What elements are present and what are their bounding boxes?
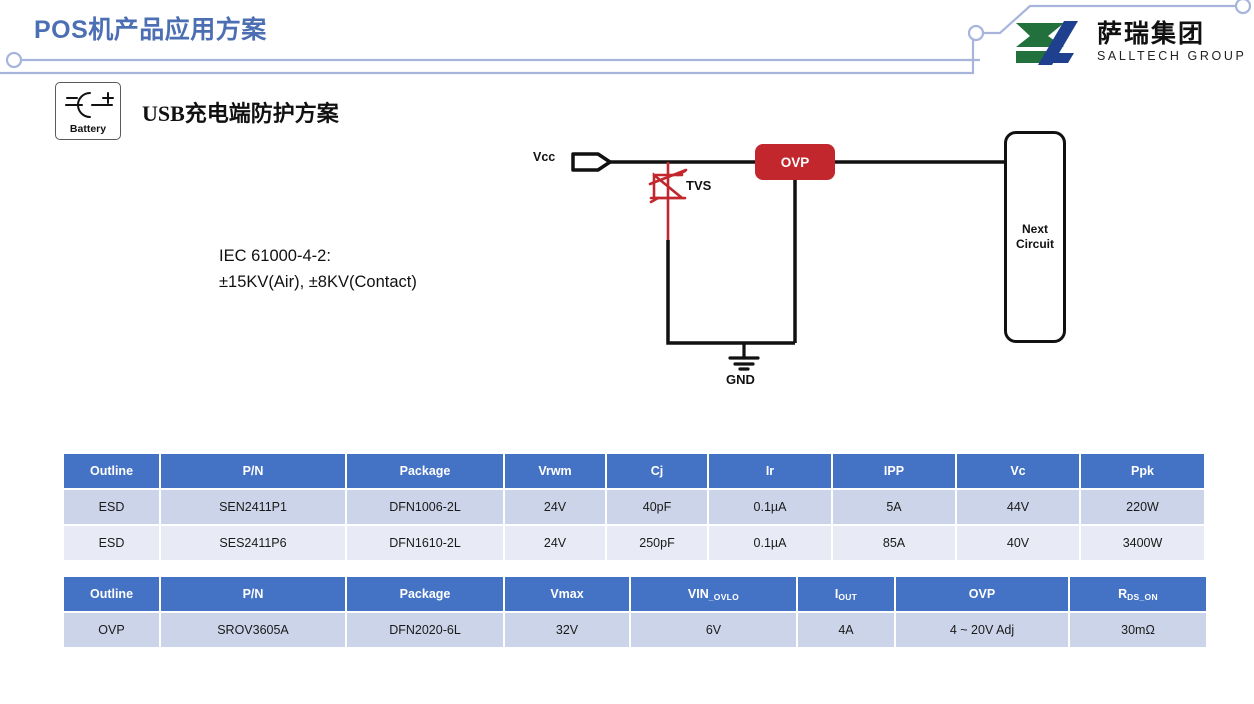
table-cell: 0.1µA — [709, 490, 831, 524]
table-cell: 250pF — [607, 526, 707, 560]
esd-spec-table: Outline P/N Package Vrwm Cj Ir IPP Vc Pp… — [62, 452, 1206, 562]
table-row: ESD SES2411P6 DFN1610-2L 24V 250pF 0.1µA… — [64, 526, 1204, 560]
esd-header-ir: Ir — [709, 454, 831, 488]
table-cell: SES2411P6 — [161, 526, 345, 560]
esd-header-package: Package — [347, 454, 503, 488]
gnd-label: GND — [726, 372, 755, 387]
table-cell: SROV3605A — [161, 613, 345, 647]
ovp-header-rds-on: RDS_ON — [1070, 577, 1206, 611]
ovp-header-pn: P/N — [161, 577, 345, 611]
circuit-diagram — [571, 152, 1004, 371]
table-cell: SEN2411P1 — [161, 490, 345, 524]
table-cell: 40pF — [607, 490, 707, 524]
brand-name-cn: 萨瑞集团 — [1097, 20, 1206, 48]
table-cell: 4A — [798, 613, 894, 647]
next-circuit-block: Next Circuit — [1004, 131, 1066, 343]
ovp-block: OVP — [755, 144, 835, 180]
esd-header-cj: Cj — [607, 454, 707, 488]
table-cell: DFN1610-2L — [347, 526, 503, 560]
table-cell: DFN2020-6L — [347, 613, 503, 647]
esd-header-vrwm: Vrwm — [505, 454, 605, 488]
table-cell: 5A — [833, 490, 955, 524]
battery-icon — [65, 92, 114, 118]
salltech-logo-icon — [1016, 21, 1078, 65]
table-cell: 4 ~ 20V Adj — [896, 613, 1068, 647]
esd-header-ipp: IPP — [833, 454, 955, 488]
table-cell: 85A — [833, 526, 955, 560]
table-cell: 24V — [505, 526, 605, 560]
ovp-header-vin-ovlo: VIN_OVLO — [631, 577, 796, 611]
table-cell: 6V — [631, 613, 796, 647]
esd-spec-line-1: IEC 61000-4-2: — [219, 247, 331, 265]
ovp-header-vmax: Vmax — [505, 577, 629, 611]
table-cell: 3400W — [1081, 526, 1204, 560]
ovp-spec-table: Outline P/N Package Vmax VIN_OVLO IOUT O… — [62, 575, 1208, 649]
brand-name-en: SALLTECH GROUP — [1097, 49, 1247, 64]
table-cell: OVP — [64, 613, 159, 647]
table-cell: 0.1µA — [709, 526, 831, 560]
esd-header-ppk: Ppk — [1081, 454, 1204, 488]
table-cell: ESD — [64, 490, 159, 524]
table-cell: 40V — [957, 526, 1079, 560]
section-subtitle: USB充电端防护方案 — [142, 101, 339, 126]
table-cell: 220W — [1081, 490, 1204, 524]
table-cell: 32V — [505, 613, 629, 647]
table-row: OVP SROV3605A DFN2020-6L 32V 6V 4A 4 ~ 2… — [64, 613, 1206, 647]
table-cell: DFN1006-2L — [347, 490, 503, 524]
ovp-header-iout: IOUT — [798, 577, 894, 611]
esd-spec-line-2: ±15KV(Air), ±8KV(Contact) — [219, 272, 417, 291]
esd-header-outline: Outline — [64, 454, 159, 488]
page-title: POS机产品应用方案 — [34, 16, 267, 44]
esd-spec-note: IEC 61000-4-2: ±15KV(Air), ±8KV(Contact) — [219, 244, 417, 295]
table-row: ESD SEN2411P1 DFN1006-2L 24V 40pF 0.1µA … — [64, 490, 1204, 524]
battery-label: Battery — [69, 123, 107, 135]
vcc-label: Vcc — [533, 150, 556, 164]
table-cell: 24V — [505, 490, 605, 524]
esd-header-vc: Vc — [957, 454, 1079, 488]
ovp-table-header-row: Outline P/N Package Vmax VIN_OVLO IOUT O… — [64, 577, 1206, 611]
table-cell: ESD — [64, 526, 159, 560]
esd-table-header-row: Outline P/N Package Vrwm Cj Ir IPP Vc Pp… — [64, 454, 1204, 488]
ovp-header-package: Package — [347, 577, 503, 611]
table-cell: 44V — [957, 490, 1079, 524]
table-cell: 30mΩ — [1070, 613, 1206, 647]
ovp-header-outline: Outline — [64, 577, 159, 611]
brand-logo: 萨瑞集团 SALLTECH GROUP — [1012, 14, 1248, 72]
esd-header-pn: P/N — [161, 454, 345, 488]
battery-badge: Battery — [55, 82, 121, 140]
tvs-label: TVS — [686, 178, 712, 193]
ovp-header-ovp: OVP — [896, 577, 1068, 611]
